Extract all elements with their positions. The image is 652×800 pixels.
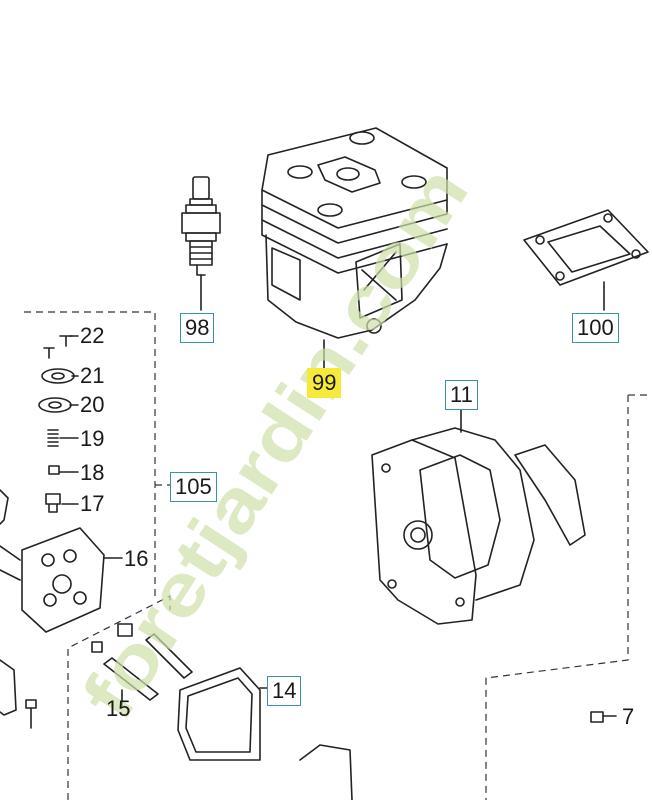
- callout-98: 98: [180, 313, 215, 343]
- callout-20: 20: [80, 392, 105, 417]
- muffler-gasket: [177, 667, 269, 761]
- cylinder: [261, 127, 448, 369]
- callout-16: 16: [124, 546, 149, 571]
- callout-99: 99: [307, 368, 342, 398]
- gasket: [523, 209, 649, 311]
- callout-105: 105: [170, 472, 217, 502]
- group-7-boundary: [485, 395, 629, 800]
- small-parts: [38, 335, 79, 513]
- callout-14: 14: [267, 676, 302, 706]
- partial-part: [299, 744, 353, 800]
- callout-21: 21: [80, 363, 105, 388]
- carburetor-adapter: [21, 527, 123, 633]
- callout-100: 100: [572, 313, 619, 343]
- crankcase: [371, 409, 586, 625]
- group-15-boundary: [67, 595, 171, 800]
- callout-15: 15: [106, 696, 131, 721]
- callout-22: 22: [80, 323, 105, 348]
- spark-plug: [181, 176, 221, 311]
- callout-11: 11: [445, 380, 478, 410]
- left-edge-parts: [0, 489, 37, 729]
- callout-17: 17: [80, 491, 105, 516]
- callout-19: 19: [80, 426, 105, 451]
- callout-7: 7: [622, 704, 635, 729]
- part-7: [590, 711, 617, 723]
- callout-18: 18: [80, 460, 105, 485]
- bolts: [91, 623, 193, 707]
